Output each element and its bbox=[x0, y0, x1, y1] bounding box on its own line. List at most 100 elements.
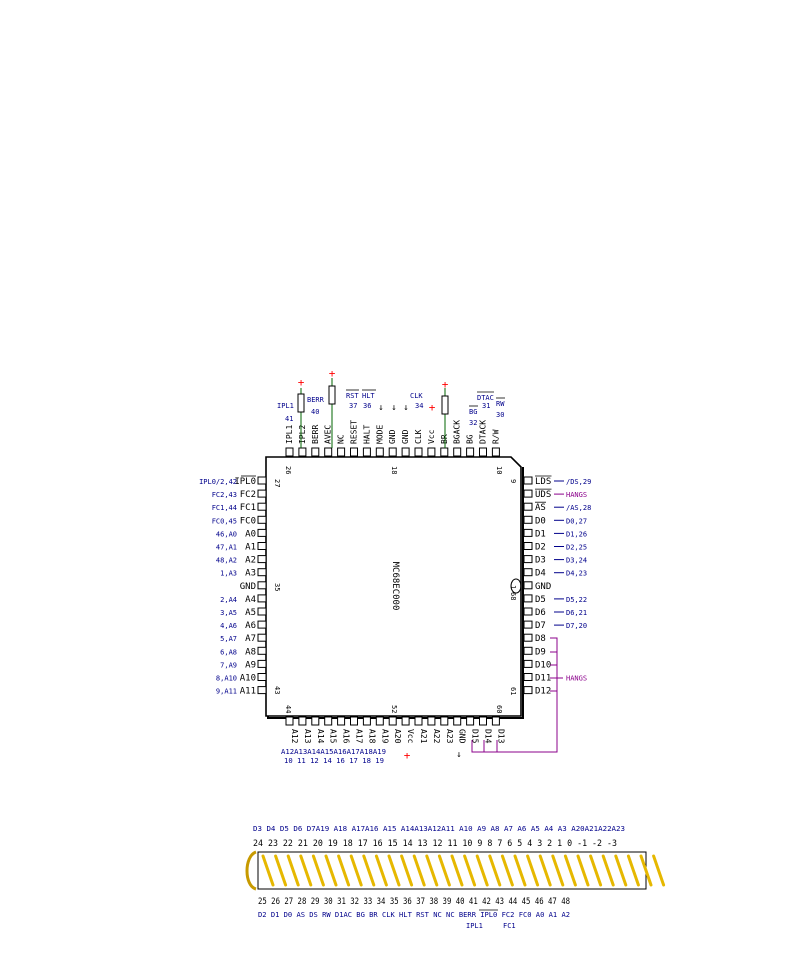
top-pad-avec bbox=[324, 447, 333, 457]
left-pin-label-a11: A11 bbox=[240, 687, 256, 697]
bottom-pin-label-d13: D13 bbox=[496, 729, 505, 744]
top-pin-label-bgack: BGACK bbox=[453, 420, 462, 444]
top-pin-label-nc: NC bbox=[337, 434, 346, 444]
top-pin-label-br: BR bbox=[440, 434, 449, 444]
left-net-fc0-45: FC0,45 bbox=[212, 517, 237, 525]
top-pin-label-bg: BG bbox=[466, 434, 475, 444]
top-pin-label-r-w: R/W bbox=[491, 429, 500, 444]
corner-27: 27 bbox=[273, 479, 281, 487]
left-net-9-a11: 9,A11 bbox=[216, 688, 237, 696]
left-pad-ipl0 bbox=[257, 476, 267, 485]
vcc-mark-2: + bbox=[329, 367, 336, 380]
top-note-bg: BG bbox=[469, 408, 477, 416]
right-net-d2-25: D2,25 bbox=[566, 544, 587, 552]
gnd-arrow-3: ↓ bbox=[403, 403, 408, 413]
right-pad-d8 bbox=[523, 633, 533, 642]
top-note-berr: BERR bbox=[307, 396, 325, 404]
top-pin-label-halt: HALT bbox=[362, 425, 371, 444]
connector-pin bbox=[576, 854, 590, 887]
top-pin-label-avec: AVEC bbox=[324, 425, 333, 444]
resistor-1 bbox=[297, 393, 305, 413]
edge-connector: D3 D4 D5 D6 D7A19 A18 A17A16 A15 A14A13A… bbox=[245, 825, 666, 930]
right-pad-d2 bbox=[523, 542, 533, 550]
connector-pin bbox=[513, 854, 527, 887]
connector-pin bbox=[639, 854, 653, 887]
left-net-fc1-44: FC1,44 bbox=[212, 504, 237, 512]
top-note-rw: RW bbox=[496, 400, 505, 408]
left-pad-a5 bbox=[257, 607, 267, 616]
top-pin-label-gnd: GND bbox=[388, 429, 397, 444]
right-pin-label-d8: D8 bbox=[535, 634, 546, 644]
top-pad-gnd bbox=[388, 447, 397, 457]
left-pad-a11 bbox=[257, 686, 267, 695]
connector-pin bbox=[261, 854, 275, 887]
gnd-arrow-2: ↓ bbox=[391, 403, 396, 413]
top-pin-label-mode: MODE bbox=[375, 425, 384, 444]
left-net-3-a5: 3,A5 bbox=[220, 609, 237, 617]
right-pad-d4 bbox=[523, 568, 533, 577]
corner-10: 10 bbox=[495, 466, 503, 474]
right-pad-uds bbox=[523, 489, 533, 498]
top-pin-label-reset: RESET bbox=[350, 420, 359, 444]
left-net-2-a4: 2,A4 bbox=[220, 596, 237, 604]
right-pin-label-d11: D11 bbox=[535, 674, 551, 684]
top-pad-berr bbox=[311, 447, 320, 457]
connector-pin bbox=[299, 854, 313, 887]
connector-pin bbox=[374, 854, 388, 887]
top-note-dtac: DTAC bbox=[477, 394, 494, 402]
left-pad-a6 bbox=[257, 620, 267, 629]
resistor-2 bbox=[328, 385, 336, 405]
corner-52: 52 bbox=[390, 705, 398, 713]
right-net-d3-24: D3,24 bbox=[566, 557, 587, 565]
right-pad-d1 bbox=[523, 528, 533, 537]
left-net-47-a1: 47,A1 bbox=[216, 544, 237, 552]
top-note-37: 37 bbox=[349, 402, 357, 410]
top-note-32: 32 bbox=[469, 419, 477, 427]
right-pin-label-gnd: GND bbox=[535, 582, 551, 592]
top-pad-nc bbox=[337, 447, 346, 457]
top-note-41: 41 bbox=[285, 415, 293, 423]
bottom-addr-numbers: 10 11 12 14 16 17 18 19 bbox=[284, 757, 384, 765]
right-pin-label-d6: D6 bbox=[535, 608, 546, 618]
left-net-7-a9: 7,A9 bbox=[220, 661, 237, 669]
top-note-rst: RST bbox=[346, 392, 359, 400]
connector-pin bbox=[412, 854, 426, 887]
left-pad-fc1 bbox=[257, 502, 267, 511]
left-pin-label-a0: A0 bbox=[245, 529, 256, 539]
connector-pin bbox=[286, 854, 300, 887]
bottom-pin-label-a15: A15 bbox=[329, 729, 338, 744]
left-pin-label-a3: A3 bbox=[245, 569, 256, 579]
left-pad-a1 bbox=[257, 542, 267, 550]
right-pad-d0 bbox=[523, 515, 533, 524]
left-pin-label-a6: A6 bbox=[245, 621, 256, 631]
hangs-bracket bbox=[471, 637, 558, 753]
left-pin-label-a2: A2 bbox=[245, 556, 256, 566]
connector-pin bbox=[400, 854, 414, 887]
connector-top-names: D3 D4 D5 D6 D7A19 A18 A17A16 A15 A14A13A… bbox=[253, 825, 625, 833]
top-note-ipl1: IPL1 bbox=[277, 402, 294, 410]
connector-pin bbox=[349, 854, 363, 887]
connector-top-numbers: 24 23 22 21 20 19 18 17 16 15 14 13 12 1… bbox=[253, 839, 617, 849]
corner-44: 44 bbox=[284, 705, 292, 713]
top-pin-label-clk: CLK bbox=[414, 429, 423, 444]
right-net-d0-27: D0,27 bbox=[566, 517, 587, 525]
right-pad-d9 bbox=[523, 646, 533, 655]
bottom-pin-label-a23: A23 bbox=[445, 729, 454, 744]
top-pin-label-vcc: Vcc bbox=[427, 429, 436, 444]
left-net-5-a7: 5,A7 bbox=[220, 635, 237, 643]
bottom-pad-a14 bbox=[311, 716, 320, 726]
left-pad-a0 bbox=[257, 528, 267, 537]
top-annotations: + + + + IPL1 41 BERR 40 RST 37 HLT 36 CL… bbox=[277, 367, 505, 448]
corner-60: 60 bbox=[495, 705, 503, 713]
left-net-4-a6: 4,A6 bbox=[220, 622, 237, 630]
bottom-pin-label-gnd: GND bbox=[458, 729, 467, 744]
left-net-fc2-43: FC2,43 bbox=[212, 491, 237, 499]
vcc-mark-1: + bbox=[298, 376, 305, 389]
top-note-40: 40 bbox=[311, 408, 319, 416]
bottom-pin-label-a22: A22 bbox=[432, 729, 441, 744]
resistor-3 bbox=[441, 395, 449, 415]
top-pin-label-gnd: GND bbox=[401, 429, 410, 444]
right-pin-label-d2: D2 bbox=[535, 543, 546, 553]
